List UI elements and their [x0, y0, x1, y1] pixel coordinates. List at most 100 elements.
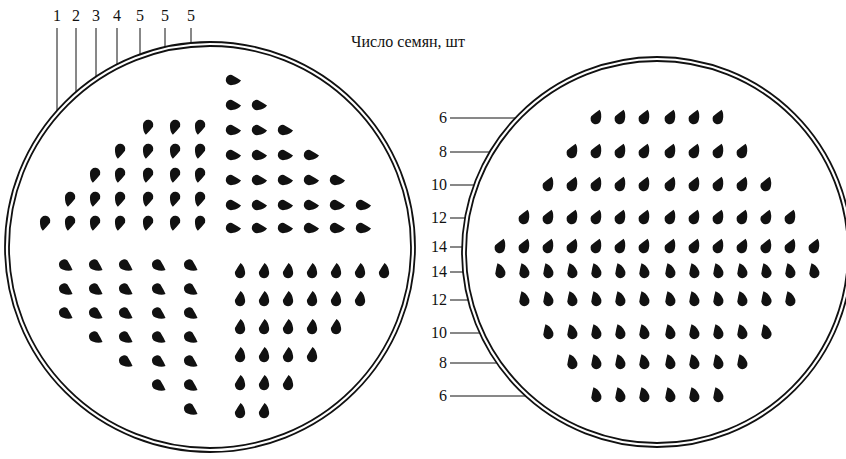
seed — [225, 149, 242, 162]
seed — [150, 353, 168, 371]
seed — [566, 262, 579, 279]
seed — [306, 262, 319, 279]
seed — [225, 99, 242, 112]
seed — [590, 290, 603, 307]
seed — [150, 257, 168, 275]
dish-rim — [5, 42, 415, 452]
seed — [87, 305, 105, 323]
seed — [759, 237, 776, 255]
seed — [140, 118, 155, 136]
seed — [182, 401, 200, 419]
seed — [735, 175, 752, 193]
seed — [306, 290, 319, 307]
seed — [282, 290, 295, 307]
seed — [112, 142, 127, 160]
seed — [150, 329, 168, 347]
seed — [590, 353, 603, 370]
seed — [329, 199, 346, 212]
seed — [590, 386, 603, 403]
seed — [784, 262, 797, 279]
seed — [614, 323, 627, 340]
seed — [225, 199, 242, 212]
seed — [760, 262, 773, 279]
seed — [711, 237, 728, 255]
seed — [167, 166, 182, 184]
leader-line — [57, 28, 58, 111]
seed — [306, 346, 319, 363]
seed — [140, 214, 155, 232]
seed — [140, 166, 155, 184]
seed — [251, 149, 268, 162]
seed — [613, 142, 630, 160]
leader-line — [140, 28, 141, 54]
seed — [589, 175, 606, 193]
seed — [735, 142, 752, 160]
seed — [182, 305, 200, 323]
seed — [282, 262, 295, 279]
leader-line — [450, 118, 515, 119]
seed — [57, 305, 75, 323]
callout-number: 12 — [431, 291, 447, 309]
seed — [354, 290, 367, 307]
leader-line — [450, 218, 465, 219]
seed — [517, 237, 534, 255]
seed — [37, 214, 52, 232]
seed — [614, 353, 627, 370]
leader-line — [450, 247, 462, 248]
axis-title: Число семян, шт — [351, 33, 465, 51]
seed — [613, 237, 630, 255]
callout-number: 5 — [161, 7, 169, 25]
seed — [712, 353, 725, 370]
seed — [251, 99, 268, 112]
seed — [736, 353, 749, 370]
seed — [688, 353, 701, 370]
seed — [493, 237, 510, 255]
seed — [150, 305, 168, 323]
seed — [117, 329, 135, 347]
seed — [687, 175, 704, 193]
seed — [736, 262, 749, 279]
seed — [192, 142, 207, 160]
seed — [234, 374, 247, 391]
seed — [258, 318, 271, 335]
seed — [258, 374, 271, 391]
seed — [542, 323, 555, 340]
seed — [541, 237, 558, 255]
leader-line — [450, 272, 463, 273]
callout-number: 12 — [431, 209, 447, 227]
seed — [759, 208, 776, 226]
seed — [712, 290, 725, 307]
seed — [517, 208, 534, 226]
seed — [638, 353, 651, 370]
seed — [565, 237, 582, 255]
callout-number: 6 — [439, 387, 447, 405]
seed — [112, 214, 127, 232]
seed — [87, 329, 105, 347]
seed — [182, 329, 200, 347]
seed — [783, 237, 800, 255]
seed — [663, 108, 680, 126]
seed — [638, 262, 651, 279]
seed — [87, 166, 102, 184]
seed — [518, 262, 531, 279]
leader-line — [450, 185, 474, 186]
callout-number: 14 — [431, 238, 447, 256]
leader-line — [191, 28, 192, 43]
callout-number: 5 — [187, 7, 195, 25]
seed — [688, 386, 701, 403]
seed — [329, 174, 346, 187]
seed — [638, 290, 651, 307]
seed — [613, 175, 630, 193]
seed — [330, 290, 343, 307]
seed — [167, 190, 182, 208]
seed — [112, 166, 127, 184]
seed — [637, 108, 654, 126]
callout-number: 8 — [439, 354, 447, 372]
seed — [87, 190, 102, 208]
seed — [638, 386, 651, 403]
seed — [277, 124, 294, 137]
seed — [282, 318, 295, 335]
seed — [518, 290, 531, 307]
seed — [225, 124, 242, 137]
